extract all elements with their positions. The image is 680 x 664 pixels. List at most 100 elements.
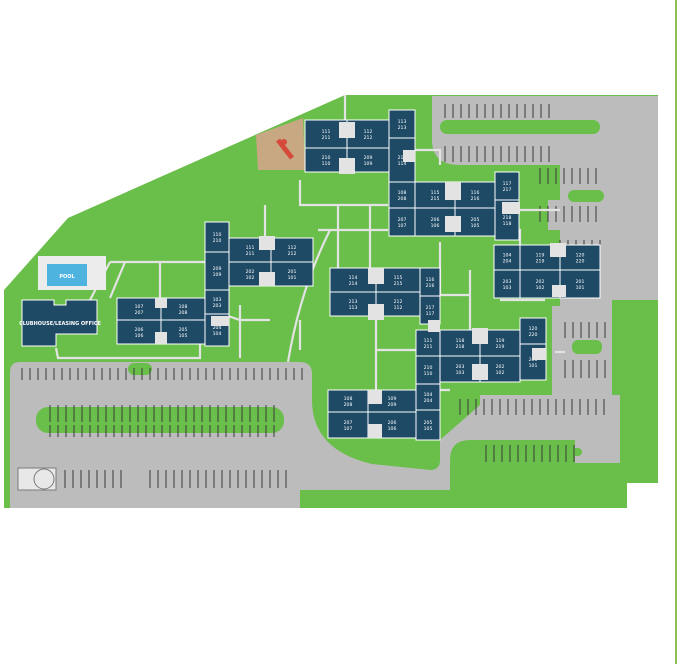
unit-block[interactable] bbox=[388, 207, 416, 237]
unit-number-upper: 108 bbox=[398, 190, 407, 196]
clubhouse-building[interactable]: CLUBHOUSE/LEASING OFFICE bbox=[19, 299, 102, 347]
clubhouse-label: CLUBHOUSE/LEASING OFFICE bbox=[19, 321, 101, 327]
unit-number-upper: 210 bbox=[322, 155, 331, 161]
unit-block[interactable] bbox=[116, 319, 162, 345]
unit-block[interactable] bbox=[160, 319, 206, 345]
unit-number-lower: 102 bbox=[536, 285, 545, 291]
breezeway bbox=[552, 285, 566, 297]
unit-number-upper: 217 bbox=[426, 305, 435, 311]
unit-block[interactable] bbox=[388, 109, 416, 139]
unit-number-lower: 208 bbox=[398, 196, 407, 202]
breezeway bbox=[211, 316, 229, 326]
unit-number-lower: 207 bbox=[135, 310, 144, 316]
unit-number-upper: 119 bbox=[496, 338, 505, 344]
unit-number-lower: 213 bbox=[398, 125, 407, 131]
unit-number-upper: 115 bbox=[431, 190, 440, 196]
unit-number-lower: 114 bbox=[398, 161, 407, 167]
unit-number-upper: 202 bbox=[246, 269, 255, 275]
breezeway bbox=[339, 158, 355, 174]
breezeway bbox=[472, 364, 488, 380]
unit-number-upper: 205 bbox=[179, 327, 188, 333]
breezeway bbox=[502, 202, 520, 214]
pool-area: POOL bbox=[38, 256, 106, 290]
unit-number-upper: 206 bbox=[388, 420, 397, 426]
unit-number-upper: 205 bbox=[471, 217, 480, 223]
unit-number-lower: 218 bbox=[456, 344, 465, 350]
slide-icon bbox=[276, 138, 294, 160]
unit-block[interactable] bbox=[327, 411, 369, 439]
unit-number-lower: 103 bbox=[456, 370, 465, 376]
unit-number-lower: 208 bbox=[179, 310, 188, 316]
unit-block[interactable] bbox=[519, 317, 547, 345]
unit-number-upper: 207 bbox=[398, 217, 407, 223]
unit-number-upper: 115 bbox=[394, 275, 403, 281]
unit-number-upper: 111 bbox=[246, 245, 255, 251]
unit-number-upper: 104 bbox=[503, 253, 512, 259]
unit-number-lower: 107 bbox=[344, 426, 353, 432]
unit-block[interactable] bbox=[494, 171, 520, 201]
unit-block[interactable] bbox=[559, 244, 601, 271]
unit-number-upper: 120 bbox=[576, 253, 585, 259]
unit-number-upper: 206 bbox=[135, 327, 144, 333]
unit-number-lower: 107 bbox=[398, 223, 407, 229]
breezeway bbox=[445, 182, 461, 200]
unit-number-lower: 110 bbox=[424, 371, 433, 377]
unit-number-upper: 202 bbox=[496, 364, 505, 370]
unit-number-lower: 214 bbox=[349, 281, 358, 287]
unit-number-lower: 211 bbox=[322, 135, 331, 141]
unit-number-lower: 103 bbox=[503, 285, 512, 291]
building-B[interactable]: 1112111122121132132101102091092141141082… bbox=[304, 109, 520, 241]
roundabout-feature bbox=[17, 467, 57, 491]
unit-number-lower: 210 bbox=[213, 238, 222, 244]
breezeway bbox=[155, 298, 167, 308]
unit-number-lower: 212 bbox=[364, 135, 373, 141]
unit-block[interactable] bbox=[204, 221, 230, 253]
unit-block[interactable] bbox=[204, 251, 230, 291]
unit-number-upper: 203 bbox=[503, 279, 512, 285]
unit-number-upper: 110 bbox=[213, 232, 222, 238]
unit-number-upper: 113 bbox=[398, 119, 407, 125]
unit-number-upper: 203 bbox=[456, 364, 465, 370]
unit-number-lower: 204 bbox=[424, 398, 433, 404]
unit-number-lower: 101 bbox=[529, 363, 538, 369]
unit-number-lower: 102 bbox=[496, 370, 505, 376]
unit-block[interactable] bbox=[388, 181, 416, 209]
unit-block[interactable] bbox=[454, 207, 496, 237]
unit-number-upper: 103 bbox=[213, 297, 222, 303]
unit-number-lower: 215 bbox=[394, 281, 403, 287]
unit-block[interactable] bbox=[270, 261, 314, 287]
unit-number-lower: 113 bbox=[349, 305, 358, 311]
unit-number-lower: 109 bbox=[364, 161, 373, 167]
unit-number-upper: 212 bbox=[394, 299, 403, 305]
unit-number-lower: 106 bbox=[431, 223, 440, 229]
unit-number-lower: 215 bbox=[431, 196, 440, 202]
unit-number-upper: 205 bbox=[424, 420, 433, 426]
buildings-layer: 1072071082082061062051051032032041041102… bbox=[116, 109, 601, 441]
unit-number-upper: 204 bbox=[213, 325, 222, 331]
unit-number-lower: 118 bbox=[503, 221, 512, 227]
unit-number-upper: 120 bbox=[529, 326, 538, 332]
breezeway bbox=[155, 332, 167, 344]
unit-number-upper: 107 bbox=[135, 304, 144, 310]
unit-number-lower: 220 bbox=[529, 332, 538, 338]
unit-number-upper: 209 bbox=[364, 155, 373, 161]
unit-number-lower: 211 bbox=[424, 344, 433, 350]
unit-block[interactable] bbox=[415, 383, 441, 411]
unit-number-upper: 214 bbox=[398, 155, 407, 161]
unit-number-lower: 211 bbox=[246, 251, 255, 257]
unit-number-upper: 201 bbox=[288, 269, 297, 275]
unit-block[interactable] bbox=[559, 269, 601, 299]
unit-number-upper: 111 bbox=[322, 129, 331, 135]
unit-block[interactable] bbox=[493, 244, 521, 271]
unit-number-upper: 112 bbox=[364, 129, 373, 135]
unit-number-lower: 105 bbox=[471, 223, 480, 229]
breezeway bbox=[403, 150, 415, 162]
building-A[interactable]: 1072071082082061062051051032032041041102… bbox=[116, 221, 314, 347]
unit-block[interactable] bbox=[415, 409, 441, 441]
unit-number-upper: 108 bbox=[179, 304, 188, 310]
unit-number-lower: 208 bbox=[344, 402, 353, 408]
